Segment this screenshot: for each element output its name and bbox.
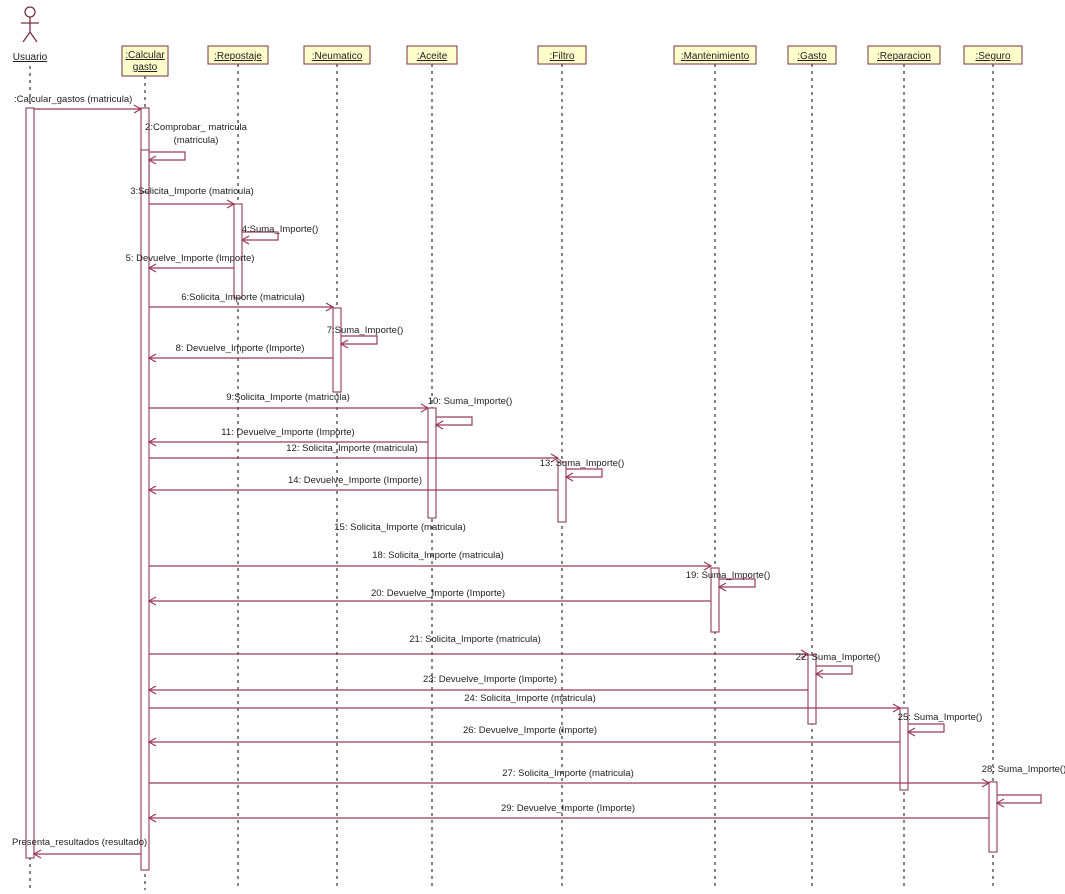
message-16[interactable]: 18: Solicita_Importe (matricula): [149, 550, 713, 571]
message-19[interactable]: 21: Solicita_Importe (matricula): [149, 634, 810, 659]
activation-bar-filtro: [557, 461, 567, 523]
message-label: 2:Comprobar_ matricula(matricula): [145, 122, 248, 146]
object-label: :Gasto: [797, 51, 827, 62]
message-label: 22: Suma_Importe(): [796, 652, 880, 663]
message-14[interactable]: 14: Devuelve_Importe (Importe): [147, 475, 558, 495]
message-18[interactable]: 20: Devuelve_Importe (Importe): [147, 588, 711, 606]
message-4[interactable]: 4:Suma_Importe(): [240, 224, 319, 245]
message-23[interactable]: 25: Suma_Importe(): [898, 712, 982, 737]
message-13[interactable]: 13: Suma_Importe(): [540, 458, 624, 482]
object-label: :Seguro: [975, 51, 1010, 62]
message-20[interactable]: 22: Suma_Importe(): [796, 652, 880, 679]
message-label: 6:Solicita_Importe (matricula): [181, 292, 305, 303]
object-mantenimiento[interactable]: :Mantenimiento: [673, 45, 757, 65]
object-aceite[interactable]: :Aceite: [406, 45, 458, 65]
message-28[interactable]: Presenta_resultados (resultado): [12, 837, 147, 859]
message-22[interactable]: 24: Solicita_Importe (matricula): [149, 693, 902, 713]
stick-figure-icon: [21, 6, 39, 43]
message-3[interactable]: 3:Solicita_Importe (matricula): [130, 186, 254, 209]
message-label: 18: Solicita_Importe (matricula): [372, 550, 503, 561]
object-label: :Repostaje: [214, 51, 262, 62]
object-label: :Neumatico: [312, 51, 363, 62]
message-24[interactable]: 26: Devuelve_Importe (Importe): [147, 725, 900, 747]
message-label: 8: Devuelve_Importe (Importe): [176, 343, 305, 354]
message-label: 13: Suma_Importe(): [540, 458, 624, 469]
message-25[interactable]: 27: Solicita_Importe (matricula): [149, 768, 991, 788]
message-label: 5: Devuelve_Importe (Importe): [126, 253, 255, 264]
message-label: 24: Solicita_Importe (matricula): [464, 693, 595, 704]
message-6[interactable]: 6:Solicita_Importe (matricula): [149, 292, 335, 312]
activation-bar-repostaje: [233, 203, 243, 299]
activation-bar-actor: [25, 107, 35, 859]
message-27[interactable]: 29: Devuelve_Importe (Importe): [147, 803, 989, 823]
message-label: 12: Solicita_Importe (matricula): [286, 443, 417, 454]
message-9[interactable]: 9:Solicita_Importe (matricula): [149, 392, 430, 413]
actor-label: Usuario: [13, 52, 48, 63]
activation-bar-mantenimiento: [710, 567, 720, 633]
message-label: 25: Suma_Importe(): [898, 712, 982, 723]
object-label: :Filtro: [550, 51, 575, 62]
activation-bar-seguro: [988, 781, 998, 853]
message-label: 15: Solicita_Importe (matricula): [334, 522, 465, 533]
message-label: 7:Suma_Importe(): [327, 325, 404, 336]
activation-bar-aceite: [427, 407, 437, 519]
message-10[interactable]: 10: Suma_Importe(): [428, 396, 512, 430]
object-neumatico[interactable]: :Neumatico: [303, 45, 371, 65]
message-26[interactable]: 28: Suma_Importe(): [982, 764, 1065, 808]
object-seguro[interactable]: :Seguro: [963, 45, 1023, 65]
object-label: :Mantenimiento: [681, 51, 750, 62]
activation-bar-reparacion: [899, 707, 909, 791]
activation-bar-calcular: [140, 149, 150, 193]
message-label: 9:Solicita_Importe (matricula): [226, 392, 350, 403]
message-label: 19: Suma_Importe(): [686, 570, 770, 581]
message-17[interactable]: 19: Suma_Importe(): [686, 570, 770, 592]
message-label: 23: Devuelve_Importe (Importe): [423, 674, 557, 685]
message-label: 20: Devuelve_Importe (Importe): [371, 588, 505, 599]
message-label: :Calcular_gastos (matricula): [14, 94, 132, 105]
object-gasto[interactable]: :Gasto: [787, 45, 837, 65]
message-label: 10: Suma_Importe(): [428, 396, 512, 407]
message-label: 4:Suma_Importe(): [242, 224, 319, 235]
activation-bar-gasto: [807, 654, 817, 725]
object-repostaje[interactable]: :Repostaje: [207, 45, 269, 65]
message-label: 27: Solicita_Importe (matricula): [502, 768, 633, 779]
object-label: :Reparacion: [877, 51, 931, 62]
message-label: 29: Devuelve_Importe (Importe): [501, 803, 635, 814]
message-7[interactable]: 7:Suma_Importe(): [327, 325, 404, 349]
message-11[interactable]: 11: Devuelve_Importe (Importe): [147, 427, 428, 447]
message-label: 26: Devuelve_Importe (Importe): [463, 725, 597, 736]
actor-usuario[interactable]: Usuario: [13, 6, 48, 63]
message-2[interactable]: 2:Comprobar_ matricula(matricula): [145, 122, 248, 165]
message-12[interactable]: 12: Solicita_Importe (matricula): [149, 443, 560, 463]
message-label: 28: Suma_Importe(): [982, 764, 1065, 775]
activation-bar-calcular: [140, 107, 150, 871]
message-21[interactable]: 23: Devuelve_Importe (Importe): [147, 674, 808, 695]
message-label: Presenta_resultados (resultado): [12, 837, 147, 848]
message-5[interactable]: 5: Devuelve_Importe (Importe): [126, 253, 255, 273]
object-filtro[interactable]: :Filtro: [537, 45, 587, 65]
activation-bar-neumatico: [332, 307, 342, 393]
object-reparacion[interactable]: :Reparacion: [867, 45, 941, 65]
message-1[interactable]: :Calcular_gastos (matricula): [14, 94, 143, 114]
message-8[interactable]: 8: Devuelve_Importe (Importe): [147, 343, 333, 363]
message-label: 14: Devuelve_Importe (Importe): [288, 475, 422, 486]
object-label: :Aceite: [417, 51, 448, 62]
message-label: 3:Solicita_Importe (matricula): [130, 186, 254, 197]
message-15[interactable]: 15: Solicita_Importe (matricula): [334, 522, 465, 533]
message-label: 11: Devuelve_Importe (Importe): [221, 427, 354, 438]
message-label: 21: Solicita_Importe (matricula): [409, 634, 540, 645]
